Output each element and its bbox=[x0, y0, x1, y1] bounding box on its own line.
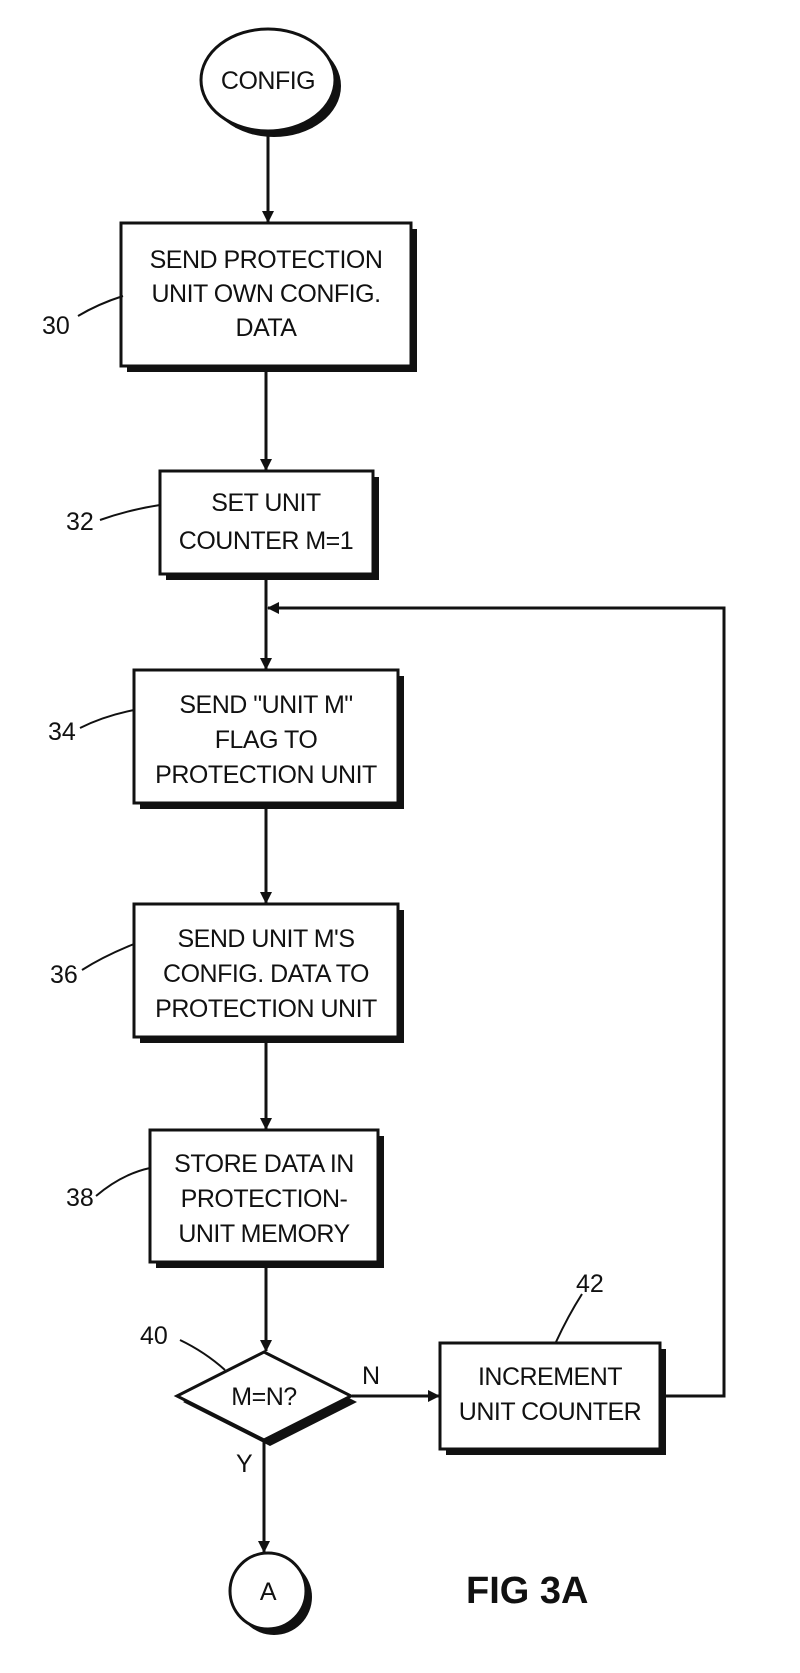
step-32-line-1: SET UNIT bbox=[211, 489, 321, 517]
ref-40: 40 bbox=[140, 1322, 168, 1350]
branch-yes-label: Y bbox=[236, 1450, 253, 1478]
step-36-line-2: CONFIG. DATA TO bbox=[163, 960, 369, 988]
ref-36: 36 bbox=[50, 961, 78, 989]
step-34-box: SEND "UNIT M" FLAG TO PROTECTION UNIT bbox=[134, 670, 404, 809]
step-32-box: SET UNIT COUNTER M=1 bbox=[160, 471, 379, 580]
step-34-line-2: FLAG TO bbox=[215, 726, 318, 754]
decision-40-diamond: M=N? bbox=[177, 1352, 357, 1446]
ref-32: 32 bbox=[66, 508, 94, 536]
step-36-line-3: PROTECTION UNIT bbox=[155, 995, 377, 1023]
step-42-line-2: UNIT COUNTER bbox=[459, 1398, 641, 1426]
ref-34: 34 bbox=[48, 718, 76, 746]
connector-a: A bbox=[230, 1553, 312, 1635]
step-36-line-1: SEND UNIT M'S bbox=[178, 925, 355, 953]
step-30-box: SEND PROTECTION UNIT OWN CONFIG. DATA bbox=[121, 223, 417, 372]
leader-38 bbox=[96, 1168, 150, 1196]
start-terminal: CONFIG bbox=[201, 29, 341, 137]
leader-30 bbox=[78, 296, 123, 316]
connector-a-label: A bbox=[260, 1578, 277, 1606]
leader-40 bbox=[180, 1340, 225, 1370]
step-38-line-1: STORE DATA IN bbox=[174, 1150, 354, 1178]
leader-42 bbox=[556, 1294, 582, 1342]
step-34-line-1: SEND "UNIT M" bbox=[179, 691, 352, 719]
leader-34 bbox=[80, 710, 134, 728]
leader-36 bbox=[82, 944, 134, 970]
ref-42: 42 bbox=[576, 1270, 604, 1298]
figure-label: FIG 3A bbox=[466, 1570, 588, 1612]
decision-40-label: M=N? bbox=[231, 1383, 296, 1411]
step-42-box: INCREMENT UNIT COUNTER bbox=[440, 1343, 666, 1455]
step-38-line-2: PROTECTION- bbox=[181, 1185, 348, 1213]
step-42-line-1: INCREMENT bbox=[478, 1363, 622, 1391]
start-terminal-label: CONFIG bbox=[221, 67, 315, 95]
step-32-line-2: COUNTER M=1 bbox=[179, 527, 353, 555]
ref-38: 38 bbox=[66, 1184, 94, 1212]
step-30-line-1: SEND PROTECTION bbox=[150, 246, 383, 274]
step-38-line-3: UNIT MEMORY bbox=[178, 1220, 350, 1248]
ref-30: 30 bbox=[42, 312, 70, 340]
leader-32 bbox=[100, 505, 160, 520]
step-38-box: STORE DATA IN PROTECTION- UNIT MEMORY bbox=[150, 1130, 384, 1268]
step-36-box: SEND UNIT M'S CONFIG. DATA TO PROTECTION… bbox=[134, 904, 404, 1043]
step-34-line-3: PROTECTION UNIT bbox=[155, 761, 377, 789]
branch-no-label: N bbox=[362, 1362, 380, 1390]
step-30-line-3: DATA bbox=[236, 314, 298, 342]
step-30-line-2: UNIT OWN CONFIG. bbox=[151, 280, 380, 308]
